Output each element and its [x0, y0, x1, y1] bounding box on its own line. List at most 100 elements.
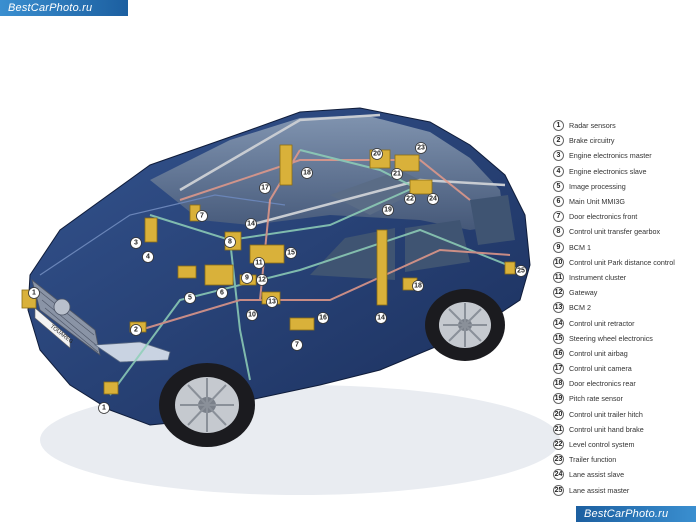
svg-text:3: 3: [134, 240, 138, 247]
legend-label: BCM 2: [569, 303, 591, 313]
marker-12: 12: [256, 274, 268, 286]
legend-number-badge: 9: [553, 241, 564, 253]
legend-number-badge: 5: [553, 180, 564, 192]
svg-text:19: 19: [384, 207, 392, 214]
legend-item: 19 Pitch rate sensor: [553, 391, 693, 406]
legend-label: Control unit airbag: [569, 348, 628, 358]
legend-label: Steering wheel electronics: [569, 333, 653, 343]
marker-16: 16: [317, 312, 329, 324]
marker-1b: 1: [98, 402, 110, 414]
svg-text:22: 22: [406, 196, 414, 203]
legend-number-badge: 10: [553, 256, 564, 268]
legend-label: Control unit Park distance control: [569, 257, 675, 267]
legend-label: Control unit camera: [569, 364, 632, 374]
legend-item: 9 BCM 1: [553, 240, 693, 255]
svg-text:21: 21: [393, 171, 401, 178]
legend-label: Lane assist master: [569, 485, 630, 495]
marker-25: 25: [515, 265, 527, 277]
rear-wheel: [425, 289, 505, 361]
legend-label: Control unit hand brake: [569, 424, 644, 434]
legend-number-badge: 19: [553, 393, 564, 405]
svg-text:4: 4: [146, 254, 150, 261]
legend-label: Image processing: [569, 181, 626, 191]
sunroof: [330, 170, 430, 215]
legend-number-badge: 14: [553, 317, 564, 329]
legend-number-badge: 7: [553, 211, 564, 223]
svg-text:10: 10: [248, 312, 256, 319]
svg-text:12: 12: [258, 277, 266, 284]
marker-23: 23: [415, 142, 427, 154]
svg-text:25: 25: [517, 268, 525, 275]
legend-label: Trailer function: [569, 455, 617, 465]
watermark-top: BestCarPhoto.ru: [0, 0, 128, 16]
legend-number-badge: 3: [553, 150, 564, 162]
svg-text:17: 17: [261, 185, 269, 192]
legend-label: Engine electronics master: [569, 151, 652, 161]
legend-label: Control unit transfer gearbox: [569, 227, 661, 237]
part-markers: 1 1 2 3 4 5 6 7 7 8 9 10 11 12 13 14 14 …: [28, 142, 527, 414]
legend-number-badge: 6: [553, 196, 564, 208]
grille: [31, 278, 101, 356]
svg-text:1: 1: [102, 405, 106, 412]
svg-text:14: 14: [377, 315, 385, 322]
headlight: [93, 341, 171, 363]
svg-text:23: 23: [417, 145, 425, 152]
watermark-bottom: BestCarPhoto.ru: [576, 506, 696, 522]
marker-13: 13: [266, 296, 278, 308]
marker-7a: 7: [196, 210, 208, 222]
marker-14a: 14: [245, 218, 257, 230]
roof-rail: [179, 113, 381, 192]
marker-5: 5: [184, 292, 196, 304]
legend-number-badge: 4: [553, 165, 564, 177]
legend-label: Pitch rate sensor: [569, 394, 623, 404]
legend-number-badge: 15: [553, 332, 564, 344]
marker-21: 21: [391, 168, 403, 180]
svg-text:7: 7: [295, 342, 299, 349]
legend-item: 25 Lane assist master: [553, 483, 693, 498]
marker-10: 10: [246, 309, 258, 321]
legend-number-badge: 16: [553, 347, 564, 359]
marker-19: 19: [382, 204, 394, 216]
legend-label: BCM 1: [569, 242, 591, 252]
legend-label: Control unit trailer hitch: [569, 409, 643, 419]
legend-number-badge: 1: [553, 120, 564, 132]
marker-1a: 1: [28, 287, 40, 299]
legend-item: 10 Control unit Park distance control: [553, 255, 693, 270]
marker-8: 8: [224, 236, 236, 248]
marker-18a: 18: [301, 167, 313, 179]
svg-text:13: 13: [268, 299, 276, 306]
legend-item: 15 Steering wheel electronics: [553, 331, 693, 346]
legend-number-badge: 24: [553, 469, 564, 481]
marker-15: 15: [285, 247, 297, 259]
marker-9: 9: [241, 272, 253, 284]
hood-edge: [39, 194, 286, 276]
svg-text:6: 6: [220, 290, 224, 297]
marker-14b: 14: [375, 312, 387, 324]
legend-number-badge: 25: [553, 484, 564, 496]
legend-label: Brake circuitry: [569, 136, 615, 146]
legend-number-badge: 22: [553, 439, 564, 451]
svg-text:2: 2: [134, 327, 138, 334]
legend-number-badge: 21: [553, 423, 564, 435]
wiring-network: [109, 149, 521, 396]
legend-item: 4 Engine electronics slave: [553, 164, 693, 179]
svg-text:24: 24: [429, 196, 437, 203]
svg-text:8: 8: [228, 239, 232, 246]
legend-item: 8 Control unit transfer gearbox: [553, 224, 693, 239]
legend-number-badge: 18: [553, 378, 564, 390]
front-door-window: [310, 228, 395, 280]
legend-label: Instrument cluster: [569, 272, 627, 282]
svg-text:1: 1: [32, 290, 36, 297]
legend-number-badge: 8: [553, 226, 564, 238]
legend-label: Engine electronics slave: [569, 166, 647, 176]
svg-text:14: 14: [247, 221, 255, 228]
